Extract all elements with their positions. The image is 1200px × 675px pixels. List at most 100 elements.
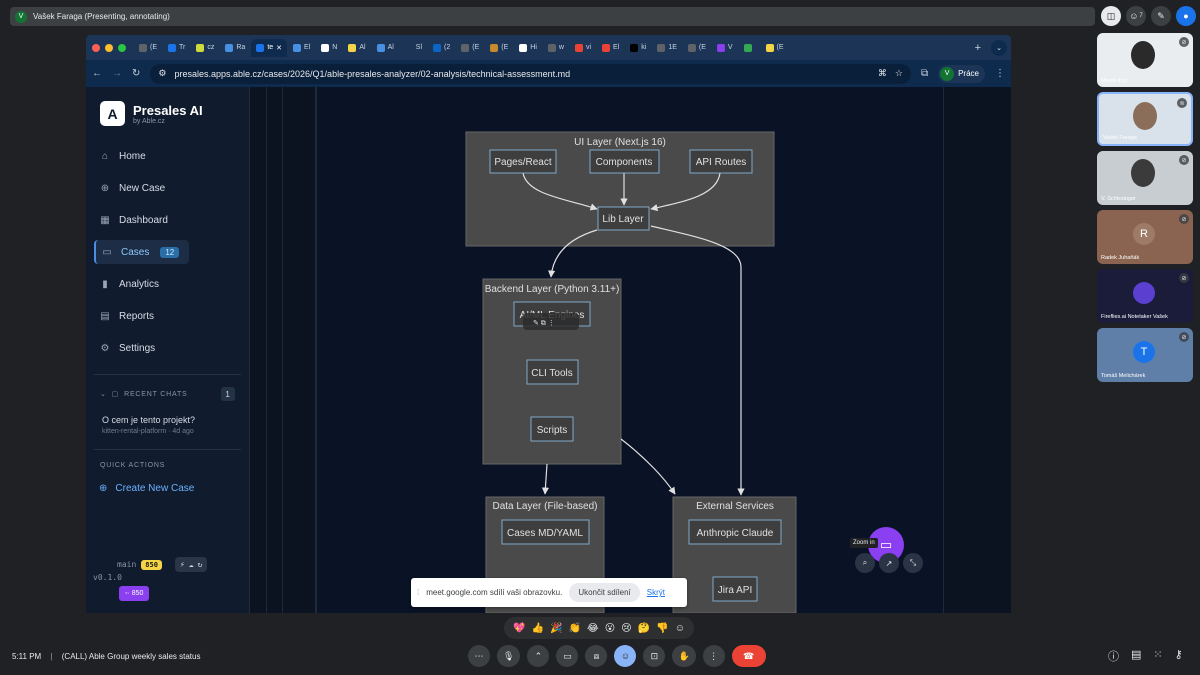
reaction-emoji[interactable]: 😮 [604, 622, 616, 634]
browser-tab[interactable]: 1E [652, 39, 682, 57]
more-audio-options-icon[interactable]: ⋯ [468, 645, 490, 667]
browser-tab[interactable]: (E [683, 39, 711, 57]
create-new-case-button[interactable]: ⊕ Create New Case [94, 483, 241, 494]
new-tab-icon[interactable]: + [974, 41, 981, 54]
close-tab-icon[interactable]: ✕ [276, 44, 283, 52]
present-screen-icon[interactable]: ⧈ [585, 645, 608, 667]
emoji-reactions-icon[interactable]: ☺ [614, 645, 637, 667]
commit-count-badge: 850 [141, 559, 162, 570]
browser-tab[interactable]: El [288, 39, 315, 57]
recent-chat-item[interactable]: O cem je tento projekt? [102, 415, 196, 425]
reaction-emoji[interactable]: 👎 [656, 622, 669, 634]
sidebar-item-dashboard[interactable]: ▦Dashboard [94, 208, 241, 232]
reaction-emoji[interactable]: 💖 [513, 622, 526, 634]
participant-tile[interactable]: ≋Vašek Faraga [1097, 92, 1193, 146]
host-controls-icon[interactable]: ⚷ [1174, 649, 1183, 661]
participant-tile[interactable]: ⊘V. Schlesinger [1097, 151, 1193, 205]
microphone-icon[interactable]: 🎙 [497, 645, 521, 667]
participant-tile[interactable]: T⊘Tomáš Melichárek [1097, 328, 1193, 382]
reaction-emoji[interactable]: 🎉 [550, 622, 563, 634]
browser-tab[interactable]: (E [134, 39, 162, 57]
chat-panel-icon[interactable]: ▤ [1131, 649, 1142, 661]
annotate-icon[interactable]: ✎ [1151, 6, 1171, 26]
floating-tool-icons[interactable]: ✎ ⧉ ⋮ [533, 320, 555, 327]
maximize-window-icon[interactable] [118, 43, 126, 52]
browser-tab[interactable]: cz [191, 39, 219, 57]
close-window-icon[interactable] [92, 43, 100, 52]
reaction-emoji[interactable]: 😂 [587, 622, 599, 634]
sidebar-item-home[interactable]: ⌂Home [94, 144, 241, 168]
participant-tile[interactable]: ⊘Fireflies.ai Notetaker Vašek [1097, 269, 1193, 323]
tab-label: vi [585, 44, 592, 51]
browser-tab[interactable]: N [316, 39, 342, 57]
browser-tab[interactable] [739, 39, 760, 57]
collapse-icon[interactable]: ⤡ [903, 553, 923, 573]
sidebar-item-settings[interactable]: ⚙Settings [94, 336, 241, 360]
participant-tile[interactable]: R⊘Radek Juhaňák [1097, 210, 1193, 264]
browser-tab[interactable]: Tr [163, 39, 190, 57]
pop-out-icon[interactable]: ↗ [879, 553, 899, 573]
site-info-icon[interactable]: ⚙ [158, 68, 167, 78]
more-options-icon[interactable]: ⋮ [702, 645, 725, 667]
bolt-icon[interactable]: ⚡ [179, 560, 185, 569]
forward-icon[interactable]: → [112, 68, 122, 79]
people-icon[interactable]: ☺7 [1126, 6, 1146, 26]
browser-tab[interactable]: (2 [428, 39, 455, 57]
hide-self-view-icon[interactable]: ◫ [1101, 6, 1121, 26]
browser-tab[interactable]: (E [456, 39, 484, 57]
tab-label: N [332, 44, 338, 51]
participant-name: Vašek Faraga [1103, 135, 1137, 141]
captions-icon[interactable]: ⊡ [643, 645, 666, 667]
raise-hand-icon[interactable]: ✋ [672, 645, 696, 667]
reload-icon[interactable]: ↻ [132, 68, 141, 79]
meeting-details-icon[interactable]: ⓘ [1108, 651, 1119, 663]
extensions-icon[interactable]: ⧉ [920, 68, 929, 79]
activities-icon[interactable]: ⁙ [1153, 649, 1163, 661]
browser-tab[interactable]: El [597, 39, 624, 57]
sidebar-item-reports[interactable]: ▤Reports [94, 304, 241, 328]
browser-tab[interactable]: (E [761, 39, 789, 57]
reaction-emoji[interactable]: 🤔 [637, 622, 651, 634]
minimize-window-icon[interactable] [105, 43, 113, 52]
reaction-emoji[interactable]: 👏 [568, 622, 581, 634]
leave-call-icon[interactable]: ☎ [731, 645, 766, 667]
cloud-icon[interactable]: ☁ [188, 560, 194, 569]
profile-button[interactable]: V Práce [938, 64, 985, 83]
participant-tile[interactable]: ⊘Marek Kriz [1097, 33, 1193, 87]
back-icon[interactable]: ← [92, 68, 102, 79]
browser-tab[interactable]: w [543, 39, 569, 57]
stop-sharing-button[interactable]: Ukončit sdílení [569, 583, 640, 602]
sync-icon[interactable]: ↻ [197, 560, 203, 569]
more-reactions-icon[interactable]: ☺ [674, 622, 685, 634]
tab-search-icon[interactable]: ⌄ [991, 39, 1007, 56]
more-video-options-icon[interactable]: ⌃ [527, 645, 550, 667]
browser-menu-icon[interactable]: ⋮ [995, 68, 1005, 79]
user-avatar-icon[interactable]: ● [1176, 6, 1196, 26]
recent-chats-header[interactable]: ⌄ ▢ RECENT CHATS 1 [94, 387, 241, 401]
browser-tab[interactable]: te✕ [251, 38, 288, 57]
sidebar-item-new-case[interactable]: ⊕New Case [94, 176, 241, 200]
translate-icon[interactable]: ⌘ [877, 68, 887, 78]
browser-tab[interactable]: Al [372, 39, 399, 57]
drag-handle-icon[interactable]: ⁞ [417, 588, 420, 597]
reaction-emoji[interactable]: 😢 [621, 622, 632, 634]
zoom-in-icon[interactable]: ⌕ [855, 553, 875, 573]
reaction-emoji[interactable]: 👍 [531, 622, 544, 634]
edge-api-lib [650, 172, 721, 212]
hide-notice-link[interactable]: Skrýt [646, 588, 666, 597]
bookmark-star-icon[interactable]: ☆ [894, 68, 903, 78]
address-bar[interactable]: ⚙ presales.apps.able.cz/cases/2026/Q1/ab… [150, 63, 911, 84]
browser-tab[interactable]: ki [625, 39, 651, 57]
browser-tab[interactable]: Sl [400, 39, 427, 57]
browser-tab[interactable]: Ra [220, 39, 250, 57]
sidebar-item-analytics[interactable]: ▮Analytics [94, 272, 241, 296]
browser-tab[interactable]: vi [570, 39, 596, 57]
camera-icon[interactable]: ▭ [556, 645, 579, 667]
pr-badge[interactable]: ◦· 850 [119, 586, 150, 601]
browser-tab[interactable]: (E [485, 39, 513, 57]
floating-toolbar[interactable] [523, 313, 579, 330]
browser-tab[interactable]: Hi [514, 39, 542, 57]
browser-tab[interactable]: V [712, 39, 738, 57]
browser-tab[interactable]: Al [343, 39, 370, 57]
